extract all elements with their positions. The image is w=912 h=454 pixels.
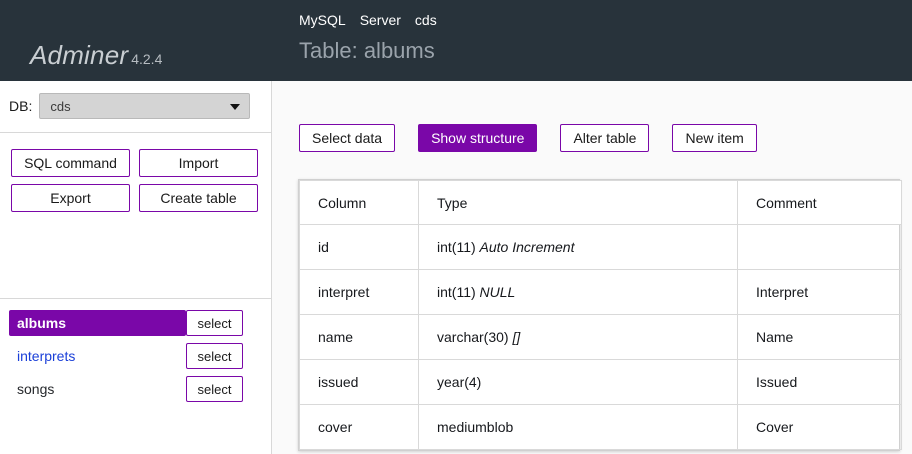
select-button-songs[interactable]: select <box>186 376 243 402</box>
sidebar-divider-top <box>0 132 272 133</box>
breadcrumb-item-mysql[interactable]: MySQL <box>299 12 346 28</box>
type-name: int(11) <box>437 239 476 255</box>
db-selector-row: DB: cds <box>9 93 251 119</box>
list-item: albums select <box>0 310 272 336</box>
table-row: issued year(4) Issued <box>299 359 902 405</box>
cell-type: int(11) Auto Increment <box>418 224 738 270</box>
table-list: albums select interprets select songs se… <box>0 310 272 409</box>
cell-column: interpret <box>299 269 419 315</box>
breadcrumb: MySQL Server cds <box>299 12 437 28</box>
cell-column: issued <box>299 359 419 405</box>
cell-column: name <box>299 314 419 360</box>
table-action-tabs: Select data Show structure Alter table N… <box>299 124 757 152</box>
sidebar: DB: cds SQL command Import Export Create… <box>0 81 272 454</box>
tab-show-structure[interactable]: Show structure <box>418 124 538 152</box>
cell-column: cover <box>299 404 419 450</box>
table-row: interpret int(11) NULL Interpret <box>299 269 902 315</box>
chevron-down-icon <box>230 104 241 110</box>
db-label: DB: <box>9 98 33 114</box>
list-item: interprets select <box>0 343 272 369</box>
table-link-songs[interactable]: songs <box>17 381 55 397</box>
type-modifier: Auto Increment <box>479 239 575 255</box>
type-modifier: [] <box>512 329 521 345</box>
brand-version: 4.2.4 <box>131 51 163 67</box>
main-content: Select data Show structure Alter table N… <box>273 81 912 454</box>
table-row: id int(11) Auto Increment <box>299 224 902 270</box>
type-name: year(4) <box>437 374 482 390</box>
sidebar-divider-bottom <box>0 298 272 299</box>
page-title: Table: albums <box>299 38 435 63</box>
select-button-albums[interactable]: select <box>186 310 243 336</box>
cell-type: varchar(30) [] <box>418 314 738 360</box>
column-header-type: Type <box>418 180 738 225</box>
cell-type: year(4) <box>418 359 738 405</box>
breadcrumb-item-server[interactable]: Server <box>359 12 401 28</box>
export-button[interactable]: Export <box>11 184 130 212</box>
tab-select-data[interactable]: Select data <box>299 124 396 152</box>
import-button[interactable]: Import <box>139 149 258 177</box>
table-row: cover mediumblob Cover <box>299 404 902 450</box>
cell-type: mediumblob <box>418 404 738 450</box>
cell-column: id <box>299 224 419 270</box>
cell-comment <box>737 224 902 270</box>
cell-type: int(11) NULL <box>418 269 738 315</box>
cell-comment: Cover <box>737 404 902 450</box>
structure-table-wrapper: Column Type Comment id int(11) Auto Incr… <box>298 179 902 451</box>
brand-name: Adminer <box>30 40 129 70</box>
column-header-comment: Comment <box>737 180 902 225</box>
type-modifier: NULL <box>479 284 516 300</box>
table-row: name varchar(30) [] Name <box>299 314 902 360</box>
select-button-interprets[interactable]: select <box>186 343 243 369</box>
table-header-row: Column Type Comment <box>299 180 902 225</box>
structure-table: Column Type Comment id int(11) Auto Incr… <box>299 180 902 450</box>
type-name: varchar(30) <box>437 329 509 345</box>
table-link-albums[interactable]: albums <box>9 310 186 336</box>
tab-alter-table[interactable]: Alter table <box>560 124 650 152</box>
sidebar-action-buttons: SQL command Import Export Create table <box>11 149 258 219</box>
db-select-value: cds <box>50 98 71 114</box>
breadcrumb-item-cds[interactable]: cds <box>414 12 437 28</box>
cell-comment: Interpret <box>737 269 902 315</box>
column-header-column: Column <box>299 180 419 225</box>
db-select[interactable]: cds <box>39 93 251 119</box>
type-name: mediumblob <box>437 419 514 435</box>
cell-comment: Name <box>737 314 902 360</box>
cell-comment: Issued <box>737 359 902 405</box>
table-link-interprets[interactable]: interprets <box>17 348 76 364</box>
list-item: songs select <box>0 376 272 402</box>
tab-new-item[interactable]: New item <box>672 124 757 152</box>
sql-command-button[interactable]: SQL command <box>11 149 130 177</box>
create-table-button[interactable]: Create table <box>139 184 258 212</box>
type-name: int(11) <box>437 284 476 300</box>
